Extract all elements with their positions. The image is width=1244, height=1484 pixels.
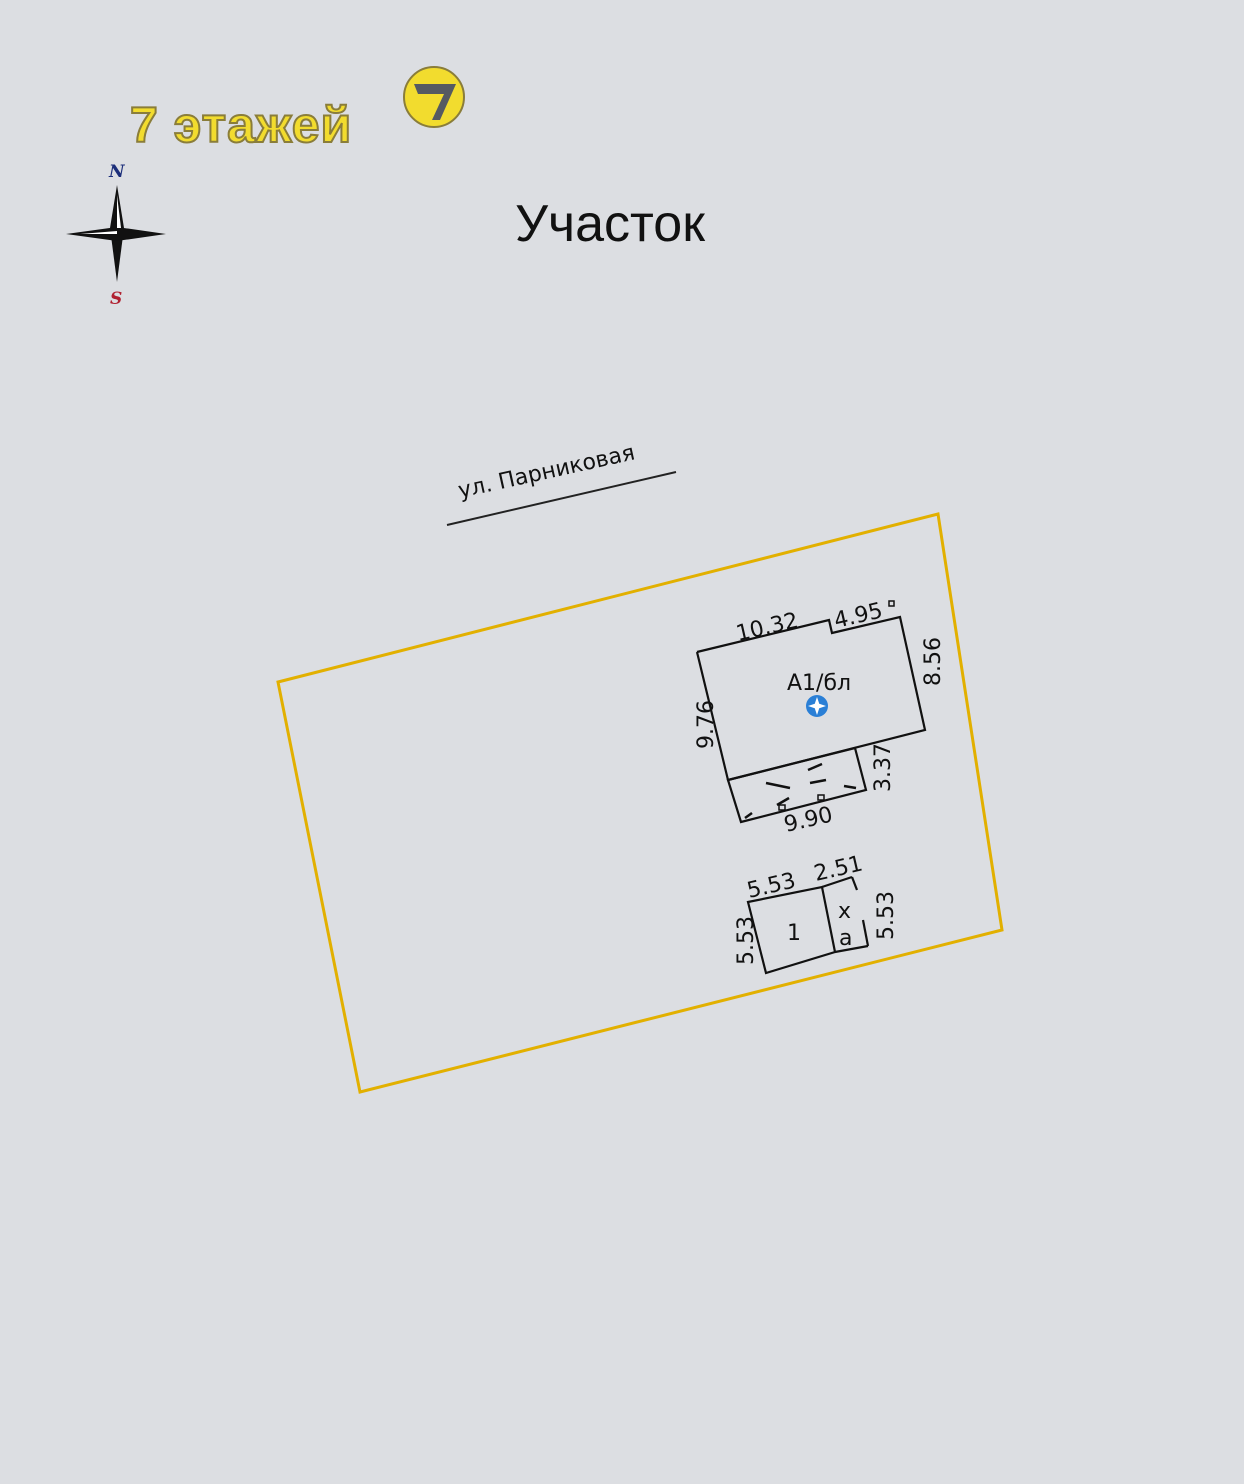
logo-text: 7 этажей xyxy=(129,97,353,153)
shed-dim-top: 5.53 xyxy=(745,868,798,903)
page-title: Участок xyxy=(515,195,705,253)
dim-top-right: 4.95 xyxy=(832,598,885,633)
shed-sub-label: х xyxy=(838,899,851,924)
shed-dim-left: 5.53 xyxy=(734,916,759,965)
logo-badge-icon xyxy=(403,66,465,128)
plot-boundary xyxy=(276,512,1004,1094)
compass-rose-icon: N S xyxy=(66,162,166,309)
building-a1 xyxy=(695,600,927,824)
shed-dim-top-ext: 2.51 xyxy=(812,851,865,886)
shed-1 xyxy=(746,875,870,975)
dim-left: 9.76 xyxy=(694,700,719,749)
shed-label: 1 xyxy=(787,921,801,946)
dim-top-left: 10.32 xyxy=(734,608,801,647)
compass-north: N xyxy=(108,162,126,182)
street-line xyxy=(446,471,677,526)
dim-right: 8.56 xyxy=(921,637,946,686)
geodetic-marker-icon xyxy=(806,695,828,717)
dim-porch-bottom: 9.90 xyxy=(782,802,835,837)
shed-sub-label2: а xyxy=(839,926,852,951)
dim-porch-side: 3.37 xyxy=(871,743,896,792)
compass-south: S xyxy=(110,289,122,309)
street-label: ул. Парниковая xyxy=(456,440,637,503)
shed-dim-right: 5.53 xyxy=(874,891,899,940)
building-label: А1/бл xyxy=(787,671,851,696)
